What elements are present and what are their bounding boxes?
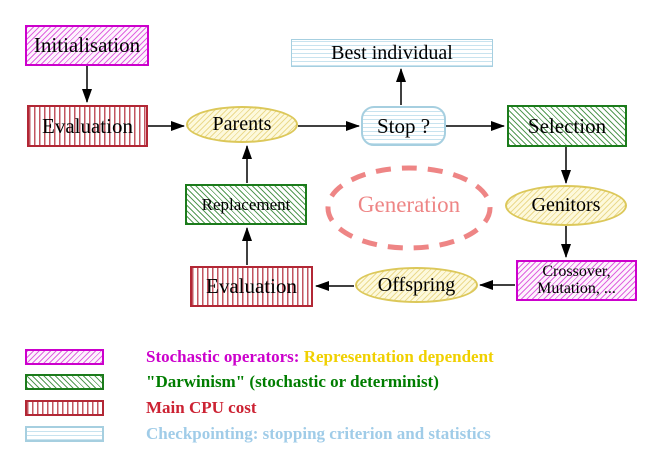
node-selection-label: Selection [527,113,607,138]
legend-text-stochastic-operators: Stochastic operators: Representation dep… [146,347,494,367]
node-stop: Stop ? [361,106,446,146]
node-best-individual-label: Best individual [331,41,453,64]
legend-row-stochastic-operators: Stochastic operators: Representation dep… [25,347,494,367]
node-initialisation-label: Initialisation [33,33,141,58]
legend-text-primary: Stochastic operators: [146,347,300,366]
node-genitors-label: Genitors [531,194,601,216]
node-best-individual: Best individual [291,39,493,67]
legend-swatch-main-cpu-cost [25,400,104,416]
node-initialisation: Initialisation [25,25,149,66]
legend-text-checkpointing: Checkpointing: stopping criterion and st… [146,424,491,444]
legend-text-main-cpu-cost: Main CPU cost [146,398,256,418]
node-crossover-line1: Crossover, [542,262,611,280]
legend-text-primary: "Darwinism" (stochastic or determinist) [146,372,439,391]
node-parents: Parents [186,106,298,143]
legend-row-main-cpu-cost: Main CPU cost [25,398,256,418]
node-offspring-label: Offspring [377,273,456,296]
legend-row-checkpointing: Checkpointing: stopping criterion and st… [25,424,491,444]
legend-text-darwinism: "Darwinism" (stochastic or determinist) [146,372,439,392]
legend-row-darwinism: "Darwinism" (stochastic or determinist) [25,372,439,392]
node-genitors: Genitors [505,185,627,226]
node-crossover-mutation: Crossover, Mutation, ... [516,260,637,301]
node-replacement: Replacement [185,184,307,225]
legend-swatch-checkpointing [25,426,104,442]
legend-text-primary: Main CPU cost [146,398,257,417]
node-evaluation-bottom-label: Evaluation [206,274,297,299]
node-replacement-label: Replacement [201,194,291,214]
generation-dashed-ellipse [325,165,493,251]
node-crossover-line2: Mutation, ... [537,279,616,297]
generation-label: Generation [357,192,461,217]
node-selection: Selection [507,105,627,147]
node-evaluation-top: Evaluation [27,105,148,147]
legend-swatch-darwinism [25,374,104,390]
legend-text-secondary: Representation dependent [299,347,494,366]
legend-text-primary: Checkpointing: stopping criterion and st… [146,424,491,443]
node-parents-label: Parents [212,113,272,135]
node-stop-label: Stop ? [376,113,431,138]
node-evaluation-bottom: Evaluation [190,266,313,307]
node-evaluation-top-label: Evaluation [42,113,133,138]
legend-swatch-stochastic-operators [25,349,104,365]
node-offspring: Offspring [355,267,478,303]
